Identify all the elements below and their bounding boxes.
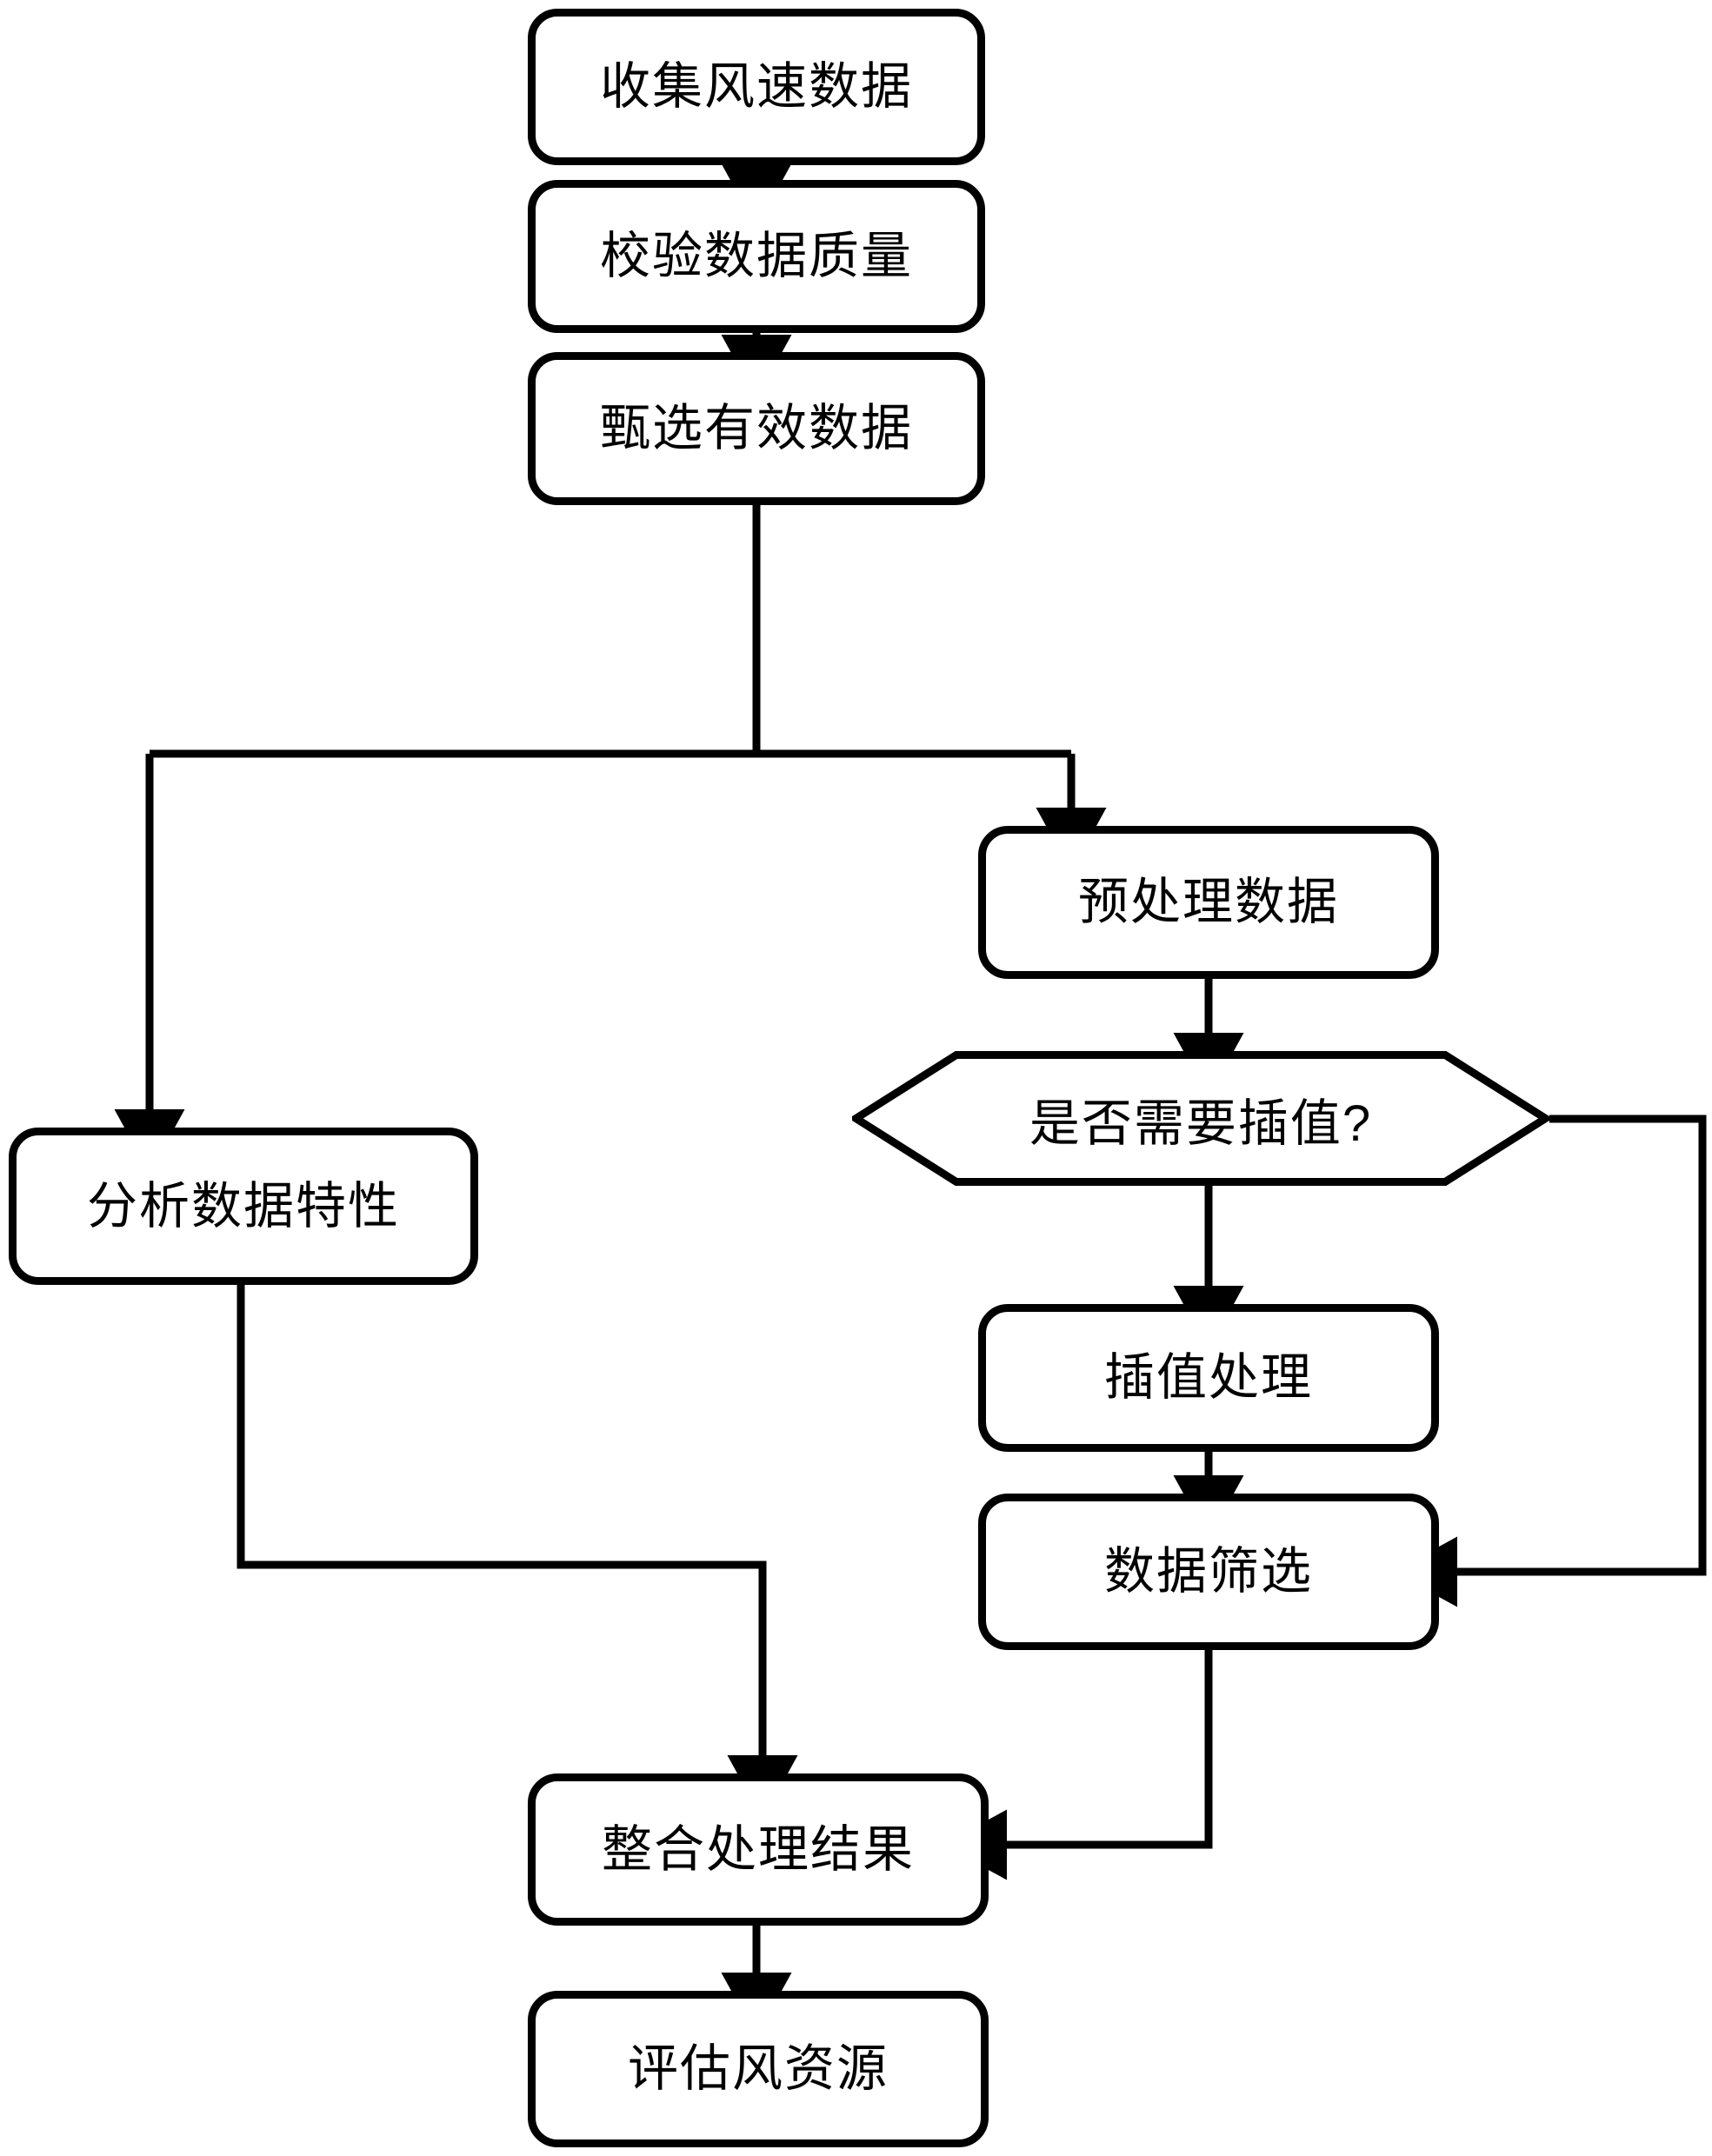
node-label: 甄选有效数据 (599, 400, 913, 457)
edge-filter-merge (943, 1650, 1213, 1880)
hexagon-shape (852, 1051, 1549, 1186)
node-collect-wind-speed-data[interactable]: 收集风速数据 (528, 9, 985, 165)
node-label: 校验数据质量 (599, 228, 913, 285)
node-preprocess-data[interactable]: 预处理数据 (978, 826, 1439, 979)
node-data-filtering[interactable]: 数据筛选 (978, 1494, 1439, 1650)
node-decision-need-interpolation[interactable]: 是否需要插值? (852, 1051, 1549, 1186)
node-label: 分析数据特性 (86, 1177, 400, 1234)
node-label: 收集风速数据 (599, 58, 913, 116)
node-label: 插值处理 (1103, 1349, 1313, 1407)
node-analyze-data-characteristics[interactable]: 分析数据特性 (9, 1128, 478, 1285)
node-label: 预处理数据 (1077, 874, 1339, 931)
node-evaluate-wind-resources[interactable]: 评估风资源 (528, 1991, 989, 2147)
node-verify-data-quality[interactable]: 校验数据质量 (528, 180, 985, 333)
edge-decision-filter (1393, 1115, 1707, 1607)
node-label: 整合处理结果 (601, 1820, 915, 1878)
node-label: 数据筛选 (1103, 1543, 1313, 1600)
node-label: 评估风资源 (627, 2040, 889, 2098)
edge-analyze-merge (236, 1285, 798, 1820)
node-select-valid-data[interactable]: 甄选有效数据 (528, 352, 985, 505)
node-integrate-processing-results[interactable]: 整合处理结果 (528, 1773, 989, 1926)
node-interpolation-processing[interactable]: 插值处理 (978, 1304, 1439, 1452)
node-label: 是否需要插值? (1029, 1095, 1373, 1152)
